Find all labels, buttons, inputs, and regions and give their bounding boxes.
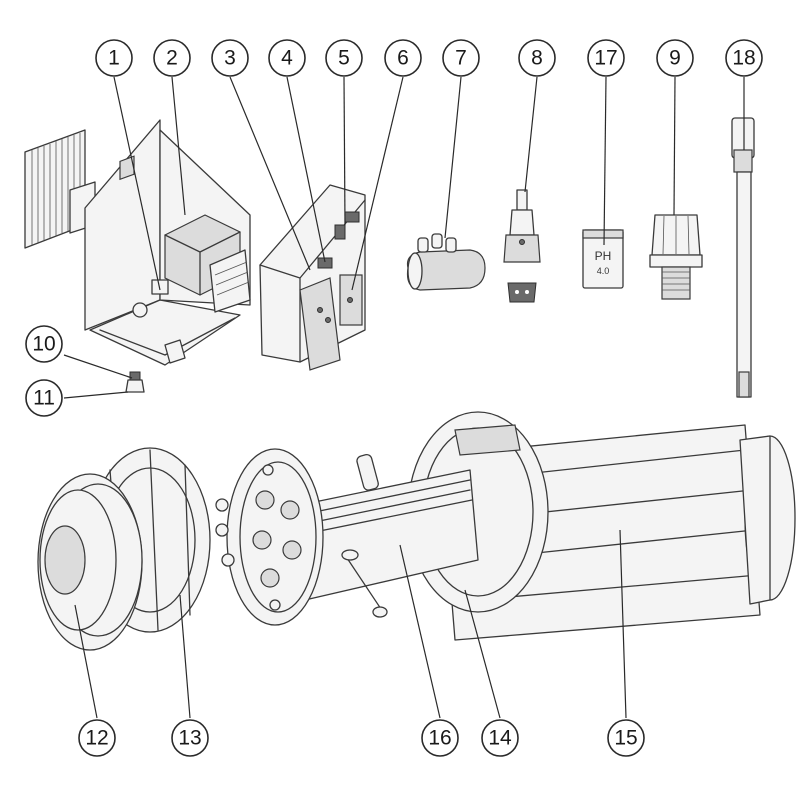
callout-13: 13 [171,719,209,757]
callout-label: 14 [488,727,512,750]
flow-switch [406,233,486,291]
callout-label: 2 [166,47,178,70]
ph-bottle-sublabel: 4.0 [597,266,610,276]
callout-3: 3 [211,39,249,77]
callout-label: 4 [281,47,293,70]
callout-8: 8 [518,39,556,77]
electrolysis-cell-body [407,411,796,641]
callout-18: 18 [725,39,763,77]
callout-14: 14 [481,719,519,757]
callout-label: 13 [178,727,201,750]
callout-5: 5 [325,39,363,77]
callout-12: 12 [78,719,116,757]
callout-label: 8 [531,47,543,70]
callout-4: 4 [268,39,306,77]
ph-bottle-label: PH [595,249,612,263]
callout-11: 11 [25,379,63,417]
leader-lines [63,76,745,719]
callout-label: 9 [669,47,681,70]
callout-label: 16 [428,727,451,750]
callout-label: 18 [732,47,755,70]
callout-label: 1 [108,47,120,70]
power-connector [503,189,541,303]
control-box-chassis [24,119,251,366]
end-cap [37,473,143,651]
callout-9: 9 [656,39,694,77]
callout-7: 7 [442,39,480,77]
electrode-plates [299,453,479,618]
callout-15: 15 [607,719,645,757]
ph-probe [731,117,755,398]
callout-label: 12 [85,727,108,750]
callout-10: 10 [25,325,63,363]
callout-label: 10 [32,333,55,356]
cable-gland [649,214,703,300]
control-pcb-assembly [259,184,366,371]
ph-buffer-bottle: PH 4.0 [582,229,624,289]
screw-and-nut [125,371,145,393]
callout-label: 3 [224,47,236,70]
callout-2: 2 [153,39,191,77]
callout-1: 1 [95,39,133,77]
callout-label: 15 [614,727,637,750]
callout-16: 16 [421,719,459,757]
callout-label: 5 [338,47,350,70]
electrode-head-plate [215,448,324,626]
callout-label: 7 [455,47,467,70]
callout-label: 11 [33,387,55,410]
callout-label: 17 [594,47,617,70]
callout-6: 6 [384,39,422,77]
callout-17: 17 [587,39,625,77]
callout-label: 6 [397,47,409,70]
